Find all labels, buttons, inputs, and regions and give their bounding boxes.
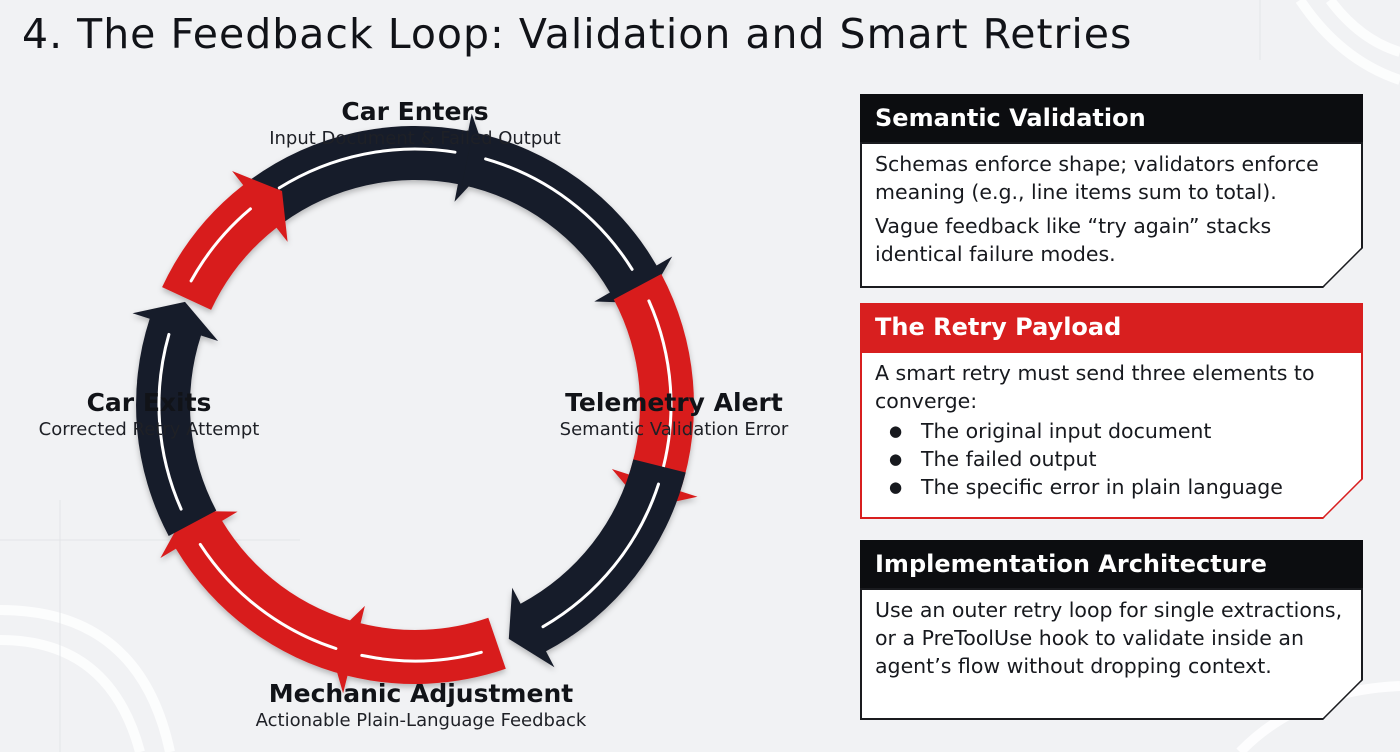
card-paragraph: Schemas enforce shape; validators enforc… — [875, 152, 1319, 204]
arrow-top-left-stripe — [277, 147, 457, 190]
arrow-bottom-right — [328, 605, 506, 694]
card-body: A smart retry must send three elements t… — [860, 351, 1363, 519]
card-paragraph: Vague feedback like “try again” stacks i… — [875, 214, 1272, 266]
stage-car-exits: Car Exits Corrected Retry Attempt — [22, 388, 276, 442]
stage-telemetry-alert: Telemetry Alert Semantic Validation Erro… — [536, 388, 812, 442]
feedback-cycle-diagram — [132, 113, 698, 694]
card-header: Implementation Architecture — [860, 540, 1363, 588]
stage-subtitle: Input Document & Failed Output — [269, 128, 561, 149]
implementation-architecture-card: Implementation Architecture Use an outer… — [860, 540, 1363, 720]
stage-title: Car Enters — [341, 97, 489, 126]
card-body: Schemas enforce shape; validators enforc… — [860, 142, 1363, 288]
arrow-right-lower — [508, 459, 686, 668]
stage-subtitle: Semantic Validation Error — [559, 419, 789, 440]
retry-payload-card: The Retry Payload A smart retry must sen… — [860, 303, 1363, 519]
arrow-top-left — [251, 113, 490, 223]
card-body: Use an outer retry loop for single extra… — [860, 588, 1363, 720]
card-paragraph: A smart retry must send three elements t… — [875, 361, 1315, 413]
arrow-right-upper — [611, 274, 698, 509]
arrow-right-upper-stripe — [647, 299, 673, 478]
page-title: 4. The Feedback Loop: Validation and Sma… — [22, 10, 1133, 58]
stage-car-enters: Car Enters Input Document & Failed Outpu… — [265, 97, 565, 151]
arrow-left-upper-stripe — [189, 207, 252, 283]
arrow-top-right-stripe — [484, 157, 634, 271]
card-header: Semantic Validation — [860, 94, 1363, 142]
card-header: The Retry Payload — [860, 303, 1363, 351]
semantic-validation-card: Semantic Validation Schemas enforce shap… — [860, 94, 1363, 288]
stage-title: Car Exits — [86, 388, 212, 417]
stage-title: Telemetry Alert — [565, 388, 783, 417]
payload-list: The original input document The failed o… — [875, 417, 1347, 501]
arrow-right-lower-stripe — [541, 482, 660, 629]
stage-mechanic-adjustment: Mechanic Adjustment Actionable Plain-Lan… — [235, 679, 607, 733]
card-corner-cut — [1323, 680, 1363, 720]
list-item: The original input document — [875, 417, 1347, 445]
arrow-left-lower — [132, 301, 219, 536]
stage-subtitle: Actionable Plain-Language Feedback — [255, 710, 587, 731]
arrow-bottom-right-stripe — [360, 650, 483, 663]
arrow-left-lower-stripe — [157, 332, 183, 511]
arrow-left-upper — [162, 171, 288, 310]
card-paragraph: Use an outer retry loop for single extra… — [875, 598, 1343, 678]
arrow-bottom-left — [160, 510, 361, 676]
stage-subtitle: Corrected Retry Attempt — [38, 419, 260, 440]
stage-title: Mechanic Adjustment — [268, 679, 574, 708]
arrow-bottom-left-stripe — [198, 542, 338, 650]
arrow-top-right — [461, 132, 673, 304]
list-item: The failed output — [875, 445, 1347, 473]
list-item: The specific error in plain language — [875, 473, 1347, 501]
